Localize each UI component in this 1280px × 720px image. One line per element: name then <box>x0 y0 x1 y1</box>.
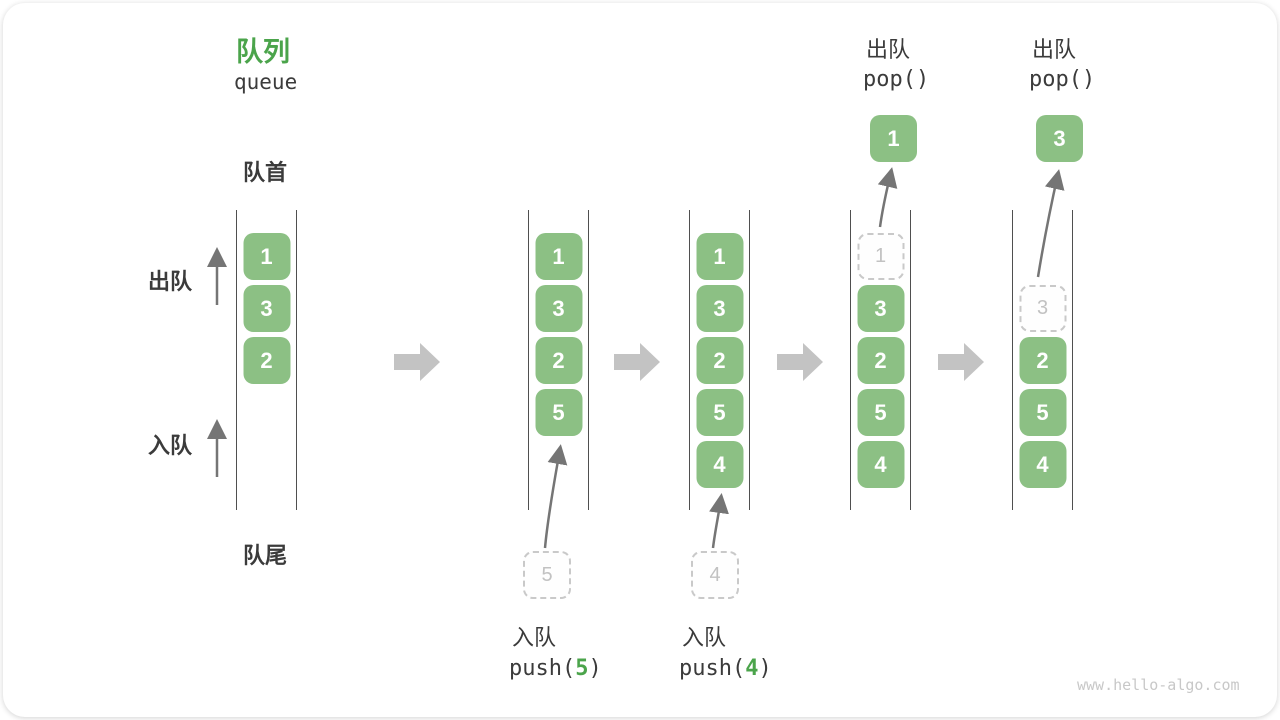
queue-column-2: 1 3 2 5 <box>528 210 589 510</box>
queue-cell: 4 <box>1019 441 1066 488</box>
queue-column-5: 3 2 5 4 <box>1012 210 1073 510</box>
pending-enqueue-cell: 5 <box>523 551 571 599</box>
popped-value-cell: 3 <box>1036 115 1083 162</box>
diagram-title-zh: 队列 <box>236 37 290 67</box>
enqueue-side-label: 入队 <box>148 433 193 458</box>
queue-cell: 3 <box>535 285 582 332</box>
queue-column-1: 1 3 2 <box>236 210 297 510</box>
diagram-card <box>3 3 1277 717</box>
queue-cell: 2 <box>1019 337 1066 384</box>
enqueue-action-label: 入队 <box>512 625 557 650</box>
fn-pre: push( <box>509 656 576 681</box>
pending-enqueue-cell: 4 <box>691 551 739 599</box>
watermark: www.hello-algo.com <box>1077 676 1240 694</box>
pop-code-label: pop() <box>863 67 930 92</box>
queue-cell: 3 <box>696 285 743 332</box>
enqueue-action-label: 入队 <box>682 625 727 650</box>
queue-cell: 5 <box>857 389 904 436</box>
fn-arg: 5 <box>575 656 589 681</box>
queue-cell: 5 <box>1019 389 1066 436</box>
diagram-title-en: queue <box>234 70 298 94</box>
queue-cell: 2 <box>243 337 290 384</box>
queue-front-label: 队首 <box>243 160 288 185</box>
push-4-code-label: push(4) <box>679 656 772 681</box>
popped-slot-cell: 3 <box>1019 285 1066 332</box>
fn-arg: 4 <box>745 656 759 681</box>
queue-cell: 1 <box>243 233 290 280</box>
queue-cell: 4 <box>857 441 904 488</box>
fn-post: ) <box>588 656 602 681</box>
queue-cell: 2 <box>535 337 582 384</box>
pop-code-label: pop() <box>1029 67 1096 92</box>
push-5-code-label: push(5) <box>509 656 602 681</box>
queue-cell: 2 <box>857 337 904 384</box>
queue-cell: 3 <box>857 285 904 332</box>
queue-cell: 1 <box>535 233 582 280</box>
fn-pre: push( <box>679 656 746 681</box>
dequeue-action-label: 出队 <box>866 37 911 62</box>
dequeue-action-label: 出队 <box>1032 37 1077 62</box>
queue-column-3: 1 3 2 5 4 <box>689 210 750 510</box>
queue-cell: 2 <box>696 337 743 384</box>
dequeue-side-label: 出队 <box>148 269 193 294</box>
fn-post: ) <box>758 656 772 681</box>
queue-cell: 5 <box>535 389 582 436</box>
queue-cell: 5 <box>696 389 743 436</box>
queue-cell: 1 <box>696 233 743 280</box>
queue-rear-label: 队尾 <box>243 543 288 568</box>
queue-column-4: 1 3 2 5 4 <box>850 210 911 510</box>
popped-value-cell: 1 <box>870 115 917 162</box>
queue-cell: 4 <box>696 441 743 488</box>
popped-slot-cell: 1 <box>857 233 904 280</box>
queue-cell: 3 <box>243 285 290 332</box>
